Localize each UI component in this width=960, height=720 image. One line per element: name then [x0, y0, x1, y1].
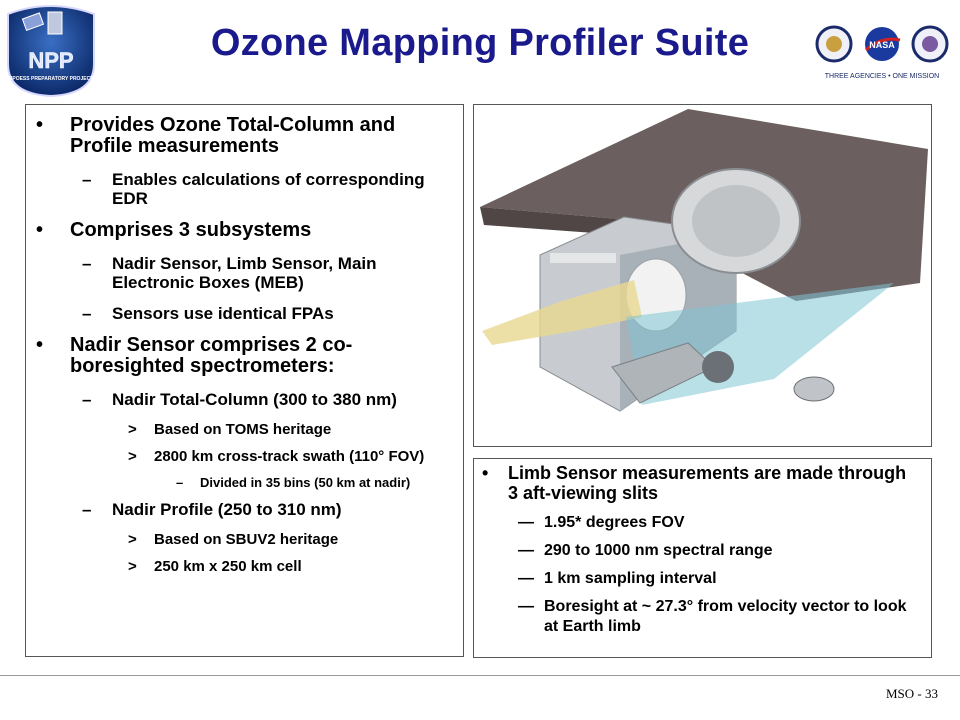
bullet-text: Limb Sensor measurements are made throug… — [508, 463, 907, 503]
sub-sub-bullet-cell: >250 km x 250 km cell — [26, 558, 451, 575]
bullet-marker: > — [128, 421, 137, 438]
bullet-text: Comprises 3 subsystems — [70, 219, 312, 241]
footer-rule — [0, 675, 960, 676]
sub-sub-bullet-swath: >2800 km cross-track swath (110° FOV) — [26, 448, 451, 465]
sub-bullet-fpas: – Sensors use identical FPAs — [26, 304, 451, 323]
sub-bullet-nadir-profile: – Nadir Profile (250 to 310 nm) — [26, 500, 451, 519]
left-bullet-panel: • Provides Ozone Total-Column and Profile… — [25, 104, 464, 657]
agencies-tagline: THREE AGENCIES • ONE MISSION — [825, 73, 939, 80]
bullet-marker: – — [82, 170, 92, 189]
bullet-text: Boresight at ~ 27.3° from velocity vecto… — [544, 598, 907, 635]
bullet-text: 1 km sampling interval — [544, 570, 717, 587]
page-number: MSO - 33 — [885, 686, 938, 701]
bullet-text: Based on SBUV2 heritage — [154, 531, 339, 548]
sub-bullet-nadir-total-column: – Nadir Total-Column (300 to 380 nm) — [26, 390, 451, 409]
sub-bullet-boresight: — Boresight at ~ 27.3° from velocity vect… — [474, 597, 921, 637]
page-title: Ozone Mapping Profiler Suite — [210, 22, 750, 64]
bullet-text: 250 km x 250 km cell — [154, 558, 302, 575]
bullet-text: Nadir Profile (250 to 310 nm) — [112, 500, 342, 519]
nadir-view-beam — [482, 280, 642, 345]
nasa-logo-text: NASA — [869, 40, 895, 50]
bullet-marker: — — [518, 542, 534, 559]
bullet-text: Nadir Total-Column (300 to 380 nm) — [112, 390, 397, 409]
bullet-marker: • — [36, 219, 44, 241]
bullet-marker: — — [518, 514, 534, 531]
sub-bullet-fov: — 1.95* degrees FOV — [474, 513, 921, 533]
level4-bullet-bins: – Divided in 35 bins (50 km at nadir) — [26, 475, 451, 490]
npp-logo-subtext: NPOESS PREPARATORY PROJECT — [9, 76, 93, 82]
bullet-text: Sensors use identical FPAs — [112, 304, 334, 323]
npp-logo: NPP NPOESS PREPARATORY PROJECT — [7, 5, 95, 98]
aperture-disc — [702, 351, 734, 383]
omps-instrument-illustration — [480, 109, 928, 412]
bullet-text: 2800 km cross-track swath (110° FOV) — [154, 448, 425, 465]
bullet-text: Based on TOMS heritage — [154, 421, 332, 438]
bullet-marker: – — [176, 475, 184, 490]
bullet-marker: • — [482, 463, 489, 483]
bullet-marker: – — [82, 254, 92, 273]
bullet-marker: — — [518, 570, 534, 587]
bullet-text: Nadir Sensor comprises 2 co-boresighted … — [70, 334, 353, 377]
bullet-text: Nadir Sensor, Limb Sensor, Main Electron… — [112, 254, 377, 292]
bullet-marker: > — [128, 531, 137, 548]
bullet-marker: – — [82, 500, 92, 519]
bullet-marker: — — [518, 598, 534, 615]
bullet-subsystems: • Comprises 3 subsystems — [26, 220, 451, 241]
bullet-marker: – — [82, 390, 92, 409]
bullet-marker: • — [36, 334, 44, 356]
bullet-ozone-measurements: • Provides Ozone Total-Column and Profile… — [26, 115, 451, 157]
sub-bullet-edr: – Enables calculations of corresponding E… — [26, 170, 451, 208]
sub-sub-bullet-toms: > Based on TOMS heritage — [26, 421, 451, 438]
three-agencies-logo: NASA THREE AGENCIES • ONE MISSION — [815, 25, 949, 80]
sub-bullet-sampling: — 1 km sampling interval — [474, 569, 921, 589]
bullet-text: 1.95* degrees FOV — [544, 514, 685, 531]
bullet-marker: > — [128, 448, 137, 465]
bullet-marker: • — [36, 114, 44, 136]
bullet-text: Enables calculations of corresponding ED… — [112, 170, 425, 208]
sub-bullet-spectral-range: — 290 to 1000 nm spectral range — [474, 541, 921, 561]
bullet-limb-slits: • Limb Sensor measurements are made throu… — [474, 463, 921, 503]
limb-sensor-panel: • Limb Sensor measurements are made throu… — [473, 458, 932, 658]
instrument-illustration-frame — [473, 104, 932, 447]
bullet-text: Provides Ozone Total-Column and Profile … — [70, 114, 396, 157]
bullet-nadir-sensor: • Nadir Sensor comprises 2 co-boresighted… — [26, 335, 451, 377]
bullet-text: 290 to 1000 nm spectral range — [544, 542, 773, 559]
sub-bullet-sensors-list: – Nadir Sensor, Limb Sensor, Main Electro… — [26, 254, 451, 292]
bullet-marker: – — [82, 304, 92, 323]
npp-logo-text: NPP — [28, 48, 73, 73]
sub-sub-bullet-sbuv2: > Based on SBUV2 heritage — [26, 531, 451, 548]
bullet-text: Divided in 35 bins (50 km at nadir) — [200, 475, 411, 490]
bullet-marker: > — [128, 558, 137, 575]
nasa-meatball-icon — [865, 27, 899, 61]
